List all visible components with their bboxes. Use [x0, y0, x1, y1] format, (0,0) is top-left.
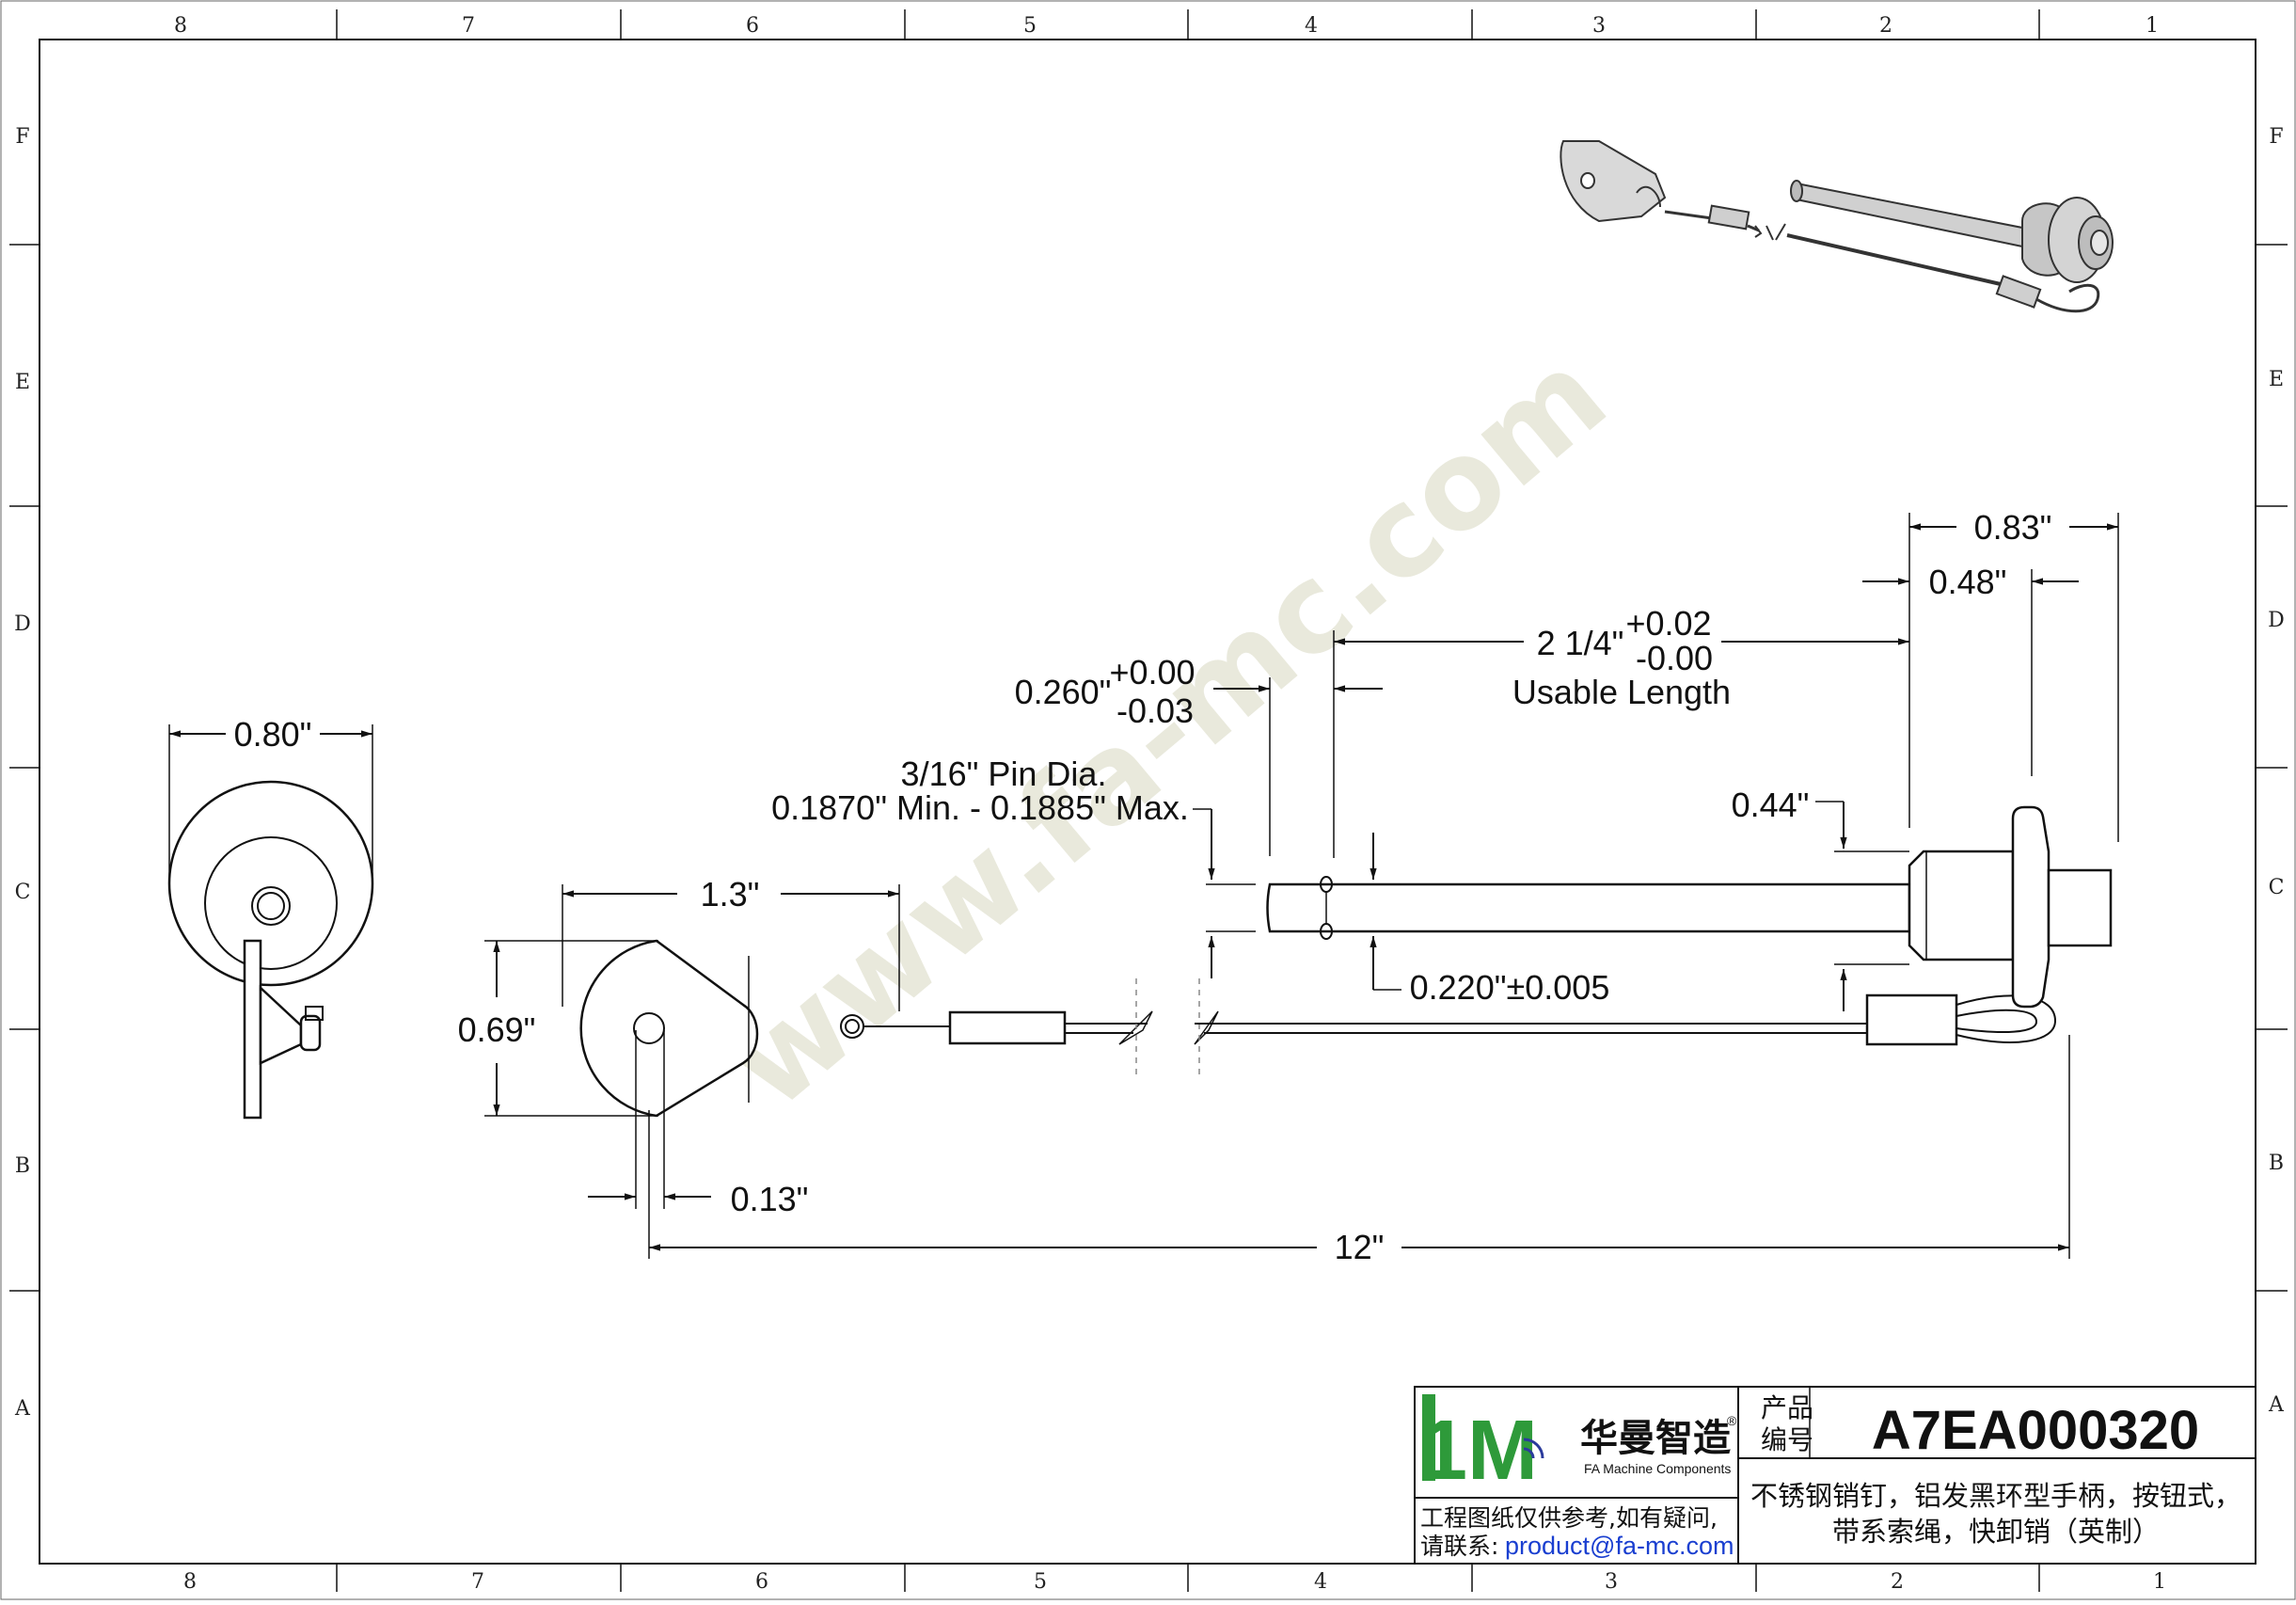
logo-mark: 1M — [1420, 1404, 1538, 1498]
zone-bottom-7: 7 — [471, 1570, 484, 1594]
zone-top-4: 4 — [1305, 14, 1318, 38]
dim-12: 12" — [1335, 1228, 1385, 1266]
zone-top-7: 7 — [462, 14, 475, 38]
dim-0-260-plus: +0.00 — [1109, 653, 1195, 691]
pin-dia-label: 3/16" Pin Dia. — [901, 755, 1107, 793]
ring-handle — [579, 939, 864, 1118]
zone-right-B: B — [2269, 1152, 2284, 1175]
inner-frame — [39, 39, 2256, 1565]
description-line-2: 带系索绳，快卸销（英制） — [1832, 1516, 2160, 1548]
dim-0-13: 0.13" — [731, 1180, 809, 1218]
zone-right-C: C — [2269, 876, 2285, 899]
dim-0-80: 0.80" — [234, 715, 312, 754]
cable-sleeve-left — [948, 1010, 1067, 1045]
zone-bottom-6: 6 — [755, 1570, 768, 1594]
zone-left-B: B — [15, 1154, 30, 1178]
notice-label: 请联系: — [1420, 1533, 1498, 1560]
dim-0-260-minus: -0.03 — [1116, 691, 1194, 730]
description-line-1: 不锈钢销钉，铝发黑环型手柄，按钮式， — [1750, 1480, 2241, 1512]
zone-top-6: 6 — [746, 14, 759, 38]
logo-registered: ® — [1727, 1413, 1737, 1428]
isometric-view — [1560, 140, 2114, 313]
zone-right-E: E — [2269, 368, 2284, 391]
code-label-1: 产品 — [1761, 1392, 1813, 1423]
dim-0-260: 0.260" — [1015, 673, 1112, 711]
zone-left-A: A — [14, 1397, 31, 1421]
dim-0-69: 0.69" — [458, 1010, 536, 1049]
logo-english: FA Machine Components — [1584, 1461, 1731, 1476]
dim-0-44: 0.44" — [1732, 786, 1810, 824]
cable-sleeve-right — [1865, 993, 1958, 1046]
zone-left-F: F — [15, 125, 29, 149]
dim-0-220: 0.220"±0.005 — [1410, 968, 1610, 1007]
zone-right-D: D — [2268, 609, 2285, 632]
dim-0-83: 0.83" — [1974, 508, 2052, 547]
zone-right-A: A — [2268, 1393, 2285, 1417]
code-label-2: 编号 — [1761, 1424, 1813, 1455]
wifi-icon — [1523, 1438, 1544, 1459]
zone-top-5: 5 — [1023, 14, 1037, 38]
zone-left-C: C — [15, 881, 31, 904]
title-block: 1M 华曼智造 ® FA Machine Components 工程图纸仅供参考… — [1414, 1386, 2256, 1565]
zone-bottom-3: 3 — [1605, 1570, 1618, 1594]
zone-bottom-2: 2 — [1891, 1570, 1904, 1594]
zone-top-8: 8 — [174, 14, 187, 38]
zone-left-D: D — [14, 612, 31, 636]
dim-2-1-4-plus: +0.02 — [1625, 604, 1711, 643]
zone-top-3: 3 — [1592, 14, 1606, 38]
zone-bottom-1: 1 — [2153, 1570, 2166, 1594]
logo-bar-icon — [1422, 1394, 1435, 1481]
end-view — [167, 780, 374, 1120]
zone-right-F: F — [2269, 125, 2283, 149]
zone-ticks — [9, 9, 2288, 1592]
pin-dia-tolerance: 0.1870" Min. - 0.1885" Max. — [771, 788, 1189, 827]
zone-top-1: 1 — [2146, 14, 2159, 38]
quick-release-pin — [1266, 805, 2113, 1009]
dim-1-3: 1.3" — [701, 875, 760, 914]
dim-2-1-4: 2 1/4" — [1537, 624, 1624, 662]
zone-bottom-8: 8 — [183, 1570, 197, 1594]
dim-2-1-4-minus: -0.00 — [1636, 639, 1713, 677]
dim-0-48: 0.48" — [1929, 563, 2007, 601]
zone-top-2: 2 — [1879, 14, 1892, 38]
zone-left-E: E — [15, 371, 30, 394]
usable-length-label: Usable Length — [1512, 673, 1731, 711]
zone-bottom-5: 5 — [1034, 1570, 1047, 1594]
notice-line-1: 工程图纸仅供参考,如有疑问, — [1420, 1504, 1718, 1532]
product-code: A7EA000320 — [1872, 1400, 2199, 1461]
zone-bottom-4: 4 — [1314, 1570, 1327, 1594]
notice-email[interactable]: product@fa-mc.com — [1505, 1532, 1734, 1560]
logo-chinese: 华曼智造 — [1580, 1417, 1731, 1460]
